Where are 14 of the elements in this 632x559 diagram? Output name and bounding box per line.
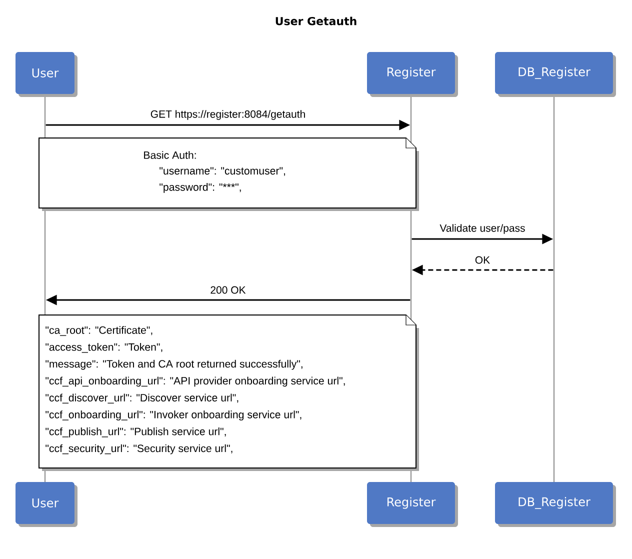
- participant-box: DB_Register: [495, 52, 616, 97]
- participant-box: User: [16, 52, 78, 97]
- message-label: 200 OK: [210, 286, 246, 294]
- lifeline: [553, 94, 555, 482]
- message-label: OK: [474, 256, 491, 264]
- note-box: "ca_root": "Certificate", "access_token": "Token", "message": "Token and CA root returned successfully", "ccf_api_onboarding_url": "API provider onboarding service url", "ccf_discover_url": "Discover service url", "ccf_onboarding_url": "Invoker onboarding service url", "ccf_publish_url": "Publish service url", "ccf_security_url": "Security service url",: [38, 314, 419, 471]
- participant-box: Register: [367, 482, 458, 527]
- participant-box: DB_Register: [495, 482, 616, 527]
- title: User Getauth: [276, 16, 356, 26]
- message-label: GET https://register:8084/getauth: [150, 110, 306, 120]
- message-label: Validate user/pass: [439, 224, 526, 234]
- participant-box: User: [16, 482, 78, 527]
- participant-box: Register: [367, 52, 458, 97]
- note-box: Basic Auth: "username": "customuser", "password": "***",: [38, 138, 419, 211]
